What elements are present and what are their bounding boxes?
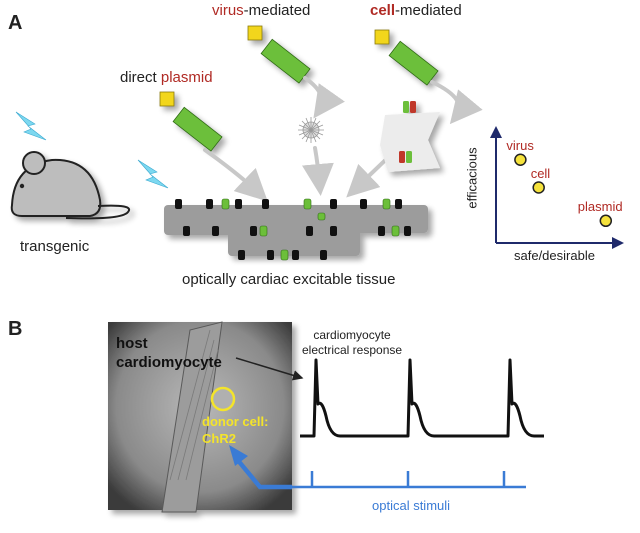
route-suffix: -mediated — [395, 2, 462, 19]
route-cell-label: cell-mediated — [370, 2, 462, 19]
mouse-icon — [10, 151, 131, 220]
delivery-cell — [380, 101, 440, 172]
light-bolt-icon — [137, 159, 169, 189]
tissue-channels — [175, 198, 411, 261]
plasmid-construct — [159, 91, 223, 152]
scatter-axes — [490, 126, 624, 249]
panel-b-label: B — [8, 318, 23, 340]
stimuli-label: optical stimuli — [372, 498, 451, 513]
stimulus-arrow — [234, 456, 292, 490]
cell-construct — [374, 29, 439, 86]
route-prefix: direct — [120, 69, 161, 86]
light-bolt-icon — [15, 111, 47, 141]
micrograph — [108, 321, 292, 513]
panel-a-label: A — [8, 12, 23, 34]
host-cardiomyocyte-label: host cardiomyocyte — [116, 335, 222, 371]
scatter-point — [532, 181, 545, 194]
route-highlight: virus — [212, 2, 244, 19]
stimulus-arrowhead — [229, 445, 248, 466]
donor-cell-label: donor cell: ChR2 — [202, 414, 269, 446]
scatter-point — [599, 214, 613, 228]
host-pointer — [235, 357, 304, 381]
scatter-point — [514, 153, 527, 166]
transgenic-label: transgenic — [20, 238, 90, 255]
scatter-point-label: cell — [530, 165, 551, 181]
response-label: cardiomyocyte electrical response — [302, 328, 403, 357]
scatter-ylabel: efficacious — [464, 147, 480, 209]
scatter-points — [514, 153, 613, 228]
virus-construct — [247, 25, 311, 84]
scatter-point-label: plasmid — [577, 198, 623, 214]
electrical-response-trace — [300, 358, 544, 438]
route-suffix: -mediated — [243, 2, 311, 19]
optical-stimuli-trace — [292, 471, 526, 489]
virus-particle — [298, 117, 324, 143]
scatter-point-label: virus — [506, 137, 534, 153]
donor-cell-marker — [210, 386, 236, 412]
tissue — [164, 205, 428, 256]
route-virus-label: virus-mediated — [212, 2, 310, 19]
route-highlight: cell — [370, 2, 396, 19]
route-highlight: plasmid — [160, 69, 213, 86]
scatter-xlabel: safe/desirable — [514, 248, 595, 263]
tissue-label: optically cardiac excitable tissue — [182, 271, 396, 288]
route-direct-label: direct plasmid — [120, 69, 213, 86]
